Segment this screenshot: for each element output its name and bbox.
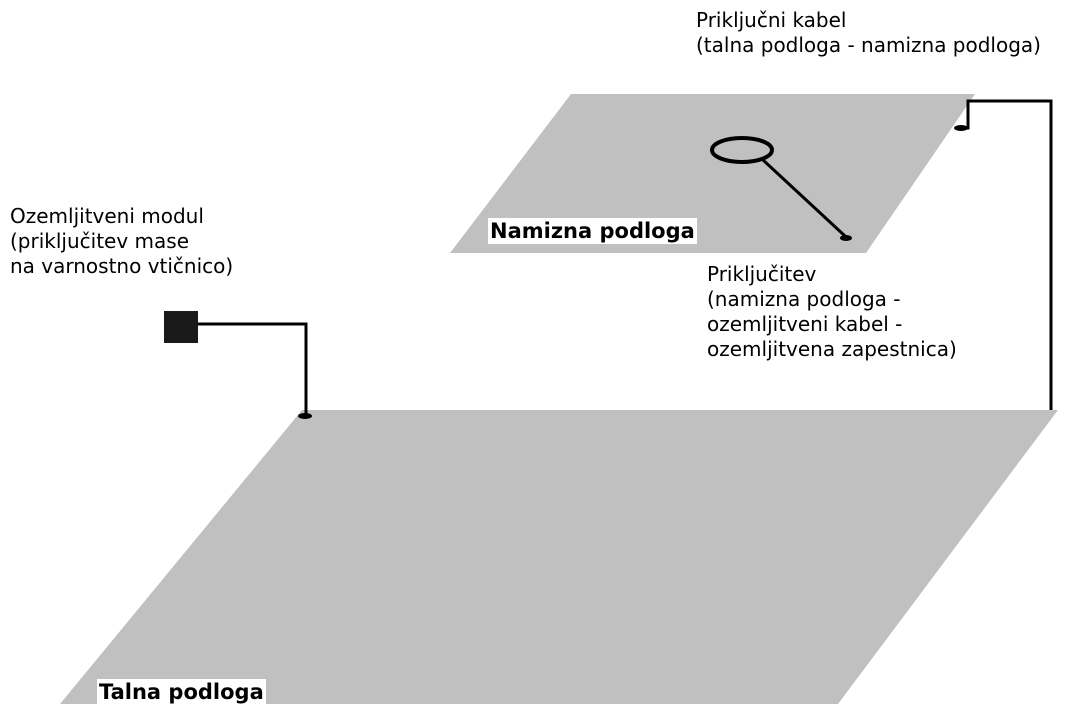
- wrist-strap-cord: [761, 158, 847, 238]
- grounding-module-label-line3: na varnostno vtičnico): [10, 254, 234, 278]
- grounding-module-terminal: [298, 413, 312, 419]
- desk-mat: [450, 94, 975, 253]
- connection-cable-terminal: [954, 125, 968, 131]
- grounding-module-square-icon: [164, 311, 198, 343]
- connection-label-line3: ozemljitveni kabel -: [707, 312, 903, 336]
- connection-label-line4: ozemljitvena zapestnica): [707, 337, 957, 361]
- grounding-module-label: Ozemljitveni modul (priključitev mase na…: [10, 204, 233, 279]
- connection-label-line2: (namizna podloga -: [707, 287, 901, 311]
- grounding-module-label-line2: (priključitev mase: [10, 229, 190, 253]
- connection-label-line1: Priključitev: [707, 262, 817, 286]
- connection-cable-label-line2: (talna podloga - namizna podloga): [696, 33, 1041, 57]
- wrist-strap-ring-icon: [710, 136, 774, 164]
- connection-cable-label: Priključni kabel (talna podloga - namizn…: [696, 8, 1041, 58]
- connection-cable-line: [957, 99, 1053, 410]
- grounding-module-label-line1: Ozemljitveni modul: [10, 204, 204, 228]
- wrist-strap-terminal: [840, 235, 852, 241]
- floor-mat-label: Talna podloga: [97, 679, 266, 704]
- grounding-module-cable: [198, 322, 308, 414]
- connection-cable-label-line1: Priključni kabel: [696, 8, 847, 32]
- floor-mat: [60, 410, 1058, 704]
- desk-mat-label: Namizna podloga: [488, 218, 697, 244]
- connection-label: Priključitev (namizna podloga - ozemljit…: [707, 262, 957, 362]
